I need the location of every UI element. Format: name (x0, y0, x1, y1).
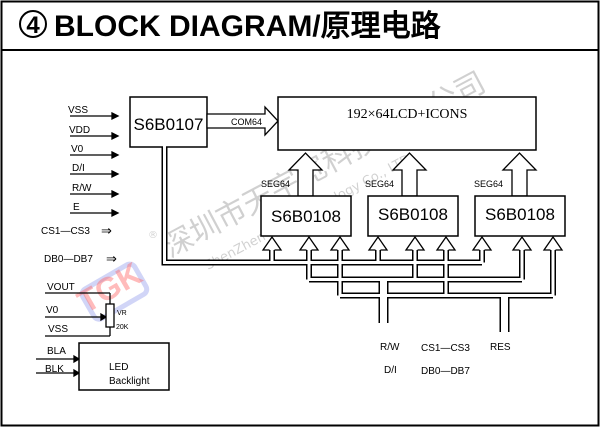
bottom-rw-label: R/W (380, 342, 400, 353)
db-bus-label: DB0—DB7 (44, 254, 93, 265)
segment-driver-label: S6B0108 (271, 207, 341, 226)
common-driver-block (129, 96, 208, 148)
led-backlight-block (78, 342, 170, 391)
bottom-di-label: D/I (384, 365, 397, 376)
segment-driver-block-1 (260, 195, 352, 237)
bottom-cs-label: CS1—CS3 (421, 343, 470, 354)
common-driver-label: S6B0107 (134, 115, 204, 134)
bottom-res-label: RES (490, 342, 511, 353)
bottom-db-label: DB0—DB7 (421, 366, 470, 377)
seg-arrows (287, 152, 538, 197)
input-e-label: E (73, 202, 80, 213)
segment-driver-label: S6B0108 (485, 205, 555, 224)
input-arrow-icon (435, 235, 457, 251)
input-arrow-icon (329, 235, 351, 251)
driver-input-arrows (261, 235, 564, 251)
input-v0-label: V0 (71, 144, 84, 155)
input-arrow-icon (511, 235, 533, 251)
variable-resistor (105, 303, 115, 328)
seg-label: SEG64 (261, 179, 290, 189)
input-arrow-icon (298, 235, 320, 251)
segment-driver-block-2 (367, 195, 459, 237)
circled-number-icon (19, 10, 47, 38)
input-vss-label: VSS (68, 105, 88, 116)
resistor-value: 20K (116, 324, 129, 331)
seg-arrow-icon (501, 152, 538, 197)
input-arrow-icon (542, 235, 564, 251)
power-v0-label: V0 (46, 305, 59, 316)
input-vdd-label: VDD (69, 125, 90, 136)
input-di-label: D/I (72, 163, 85, 174)
bla-label: BLA (47, 346, 66, 357)
cs-bus-label: CS1—CS3 (41, 226, 90, 237)
resistor-label: VR (117, 310, 127, 317)
blk-label: BLK (45, 364, 64, 375)
lcd-panel-label: 192×64LCD+ICONS (347, 107, 468, 122)
input-arrow-icon (261, 235, 283, 251)
backlight-label-line1: LED (109, 362, 128, 373)
com-label: COM64 (231, 117, 262, 127)
seg-arrow-icon (391, 152, 428, 197)
left-inputs (70, 111, 120, 218)
input-arrow-icon (404, 235, 426, 251)
buses (161, 146, 556, 333)
seg-arrow-icon (287, 152, 324, 197)
power-circuit (45, 292, 115, 337)
input-rw-label: R/W (72, 183, 92, 194)
lcd-panel-block (277, 96, 537, 151)
watermark-logo-frame (79, 261, 150, 322)
seg-label: SEG64 (365, 179, 394, 189)
watermark-reg: ® (148, 230, 158, 241)
backlight-inputs (36, 354, 81, 378)
input-arrow-icon (367, 235, 389, 251)
com-arrow-icon (206, 105, 279, 137)
power-vout-label: VOUT (47, 282, 75, 293)
input-arrow-icon (471, 235, 493, 251)
seg-label: SEG64 (474, 179, 503, 189)
section-number: 4 (26, 12, 40, 39)
db-bus-arrow-icon: ⇒ (106, 251, 117, 266)
backlight-label-line2: Backlight (109, 376, 150, 387)
cs-bus-arrow-icon: ⇒ (101, 223, 112, 238)
segment-driver-block-3 (474, 195, 566, 237)
power-vss-label: VSS (48, 324, 68, 335)
segment-driver-label: S6B0108 (378, 205, 448, 224)
page-title: BLOCK DIAGRAM/原理电路 (54, 10, 442, 43)
